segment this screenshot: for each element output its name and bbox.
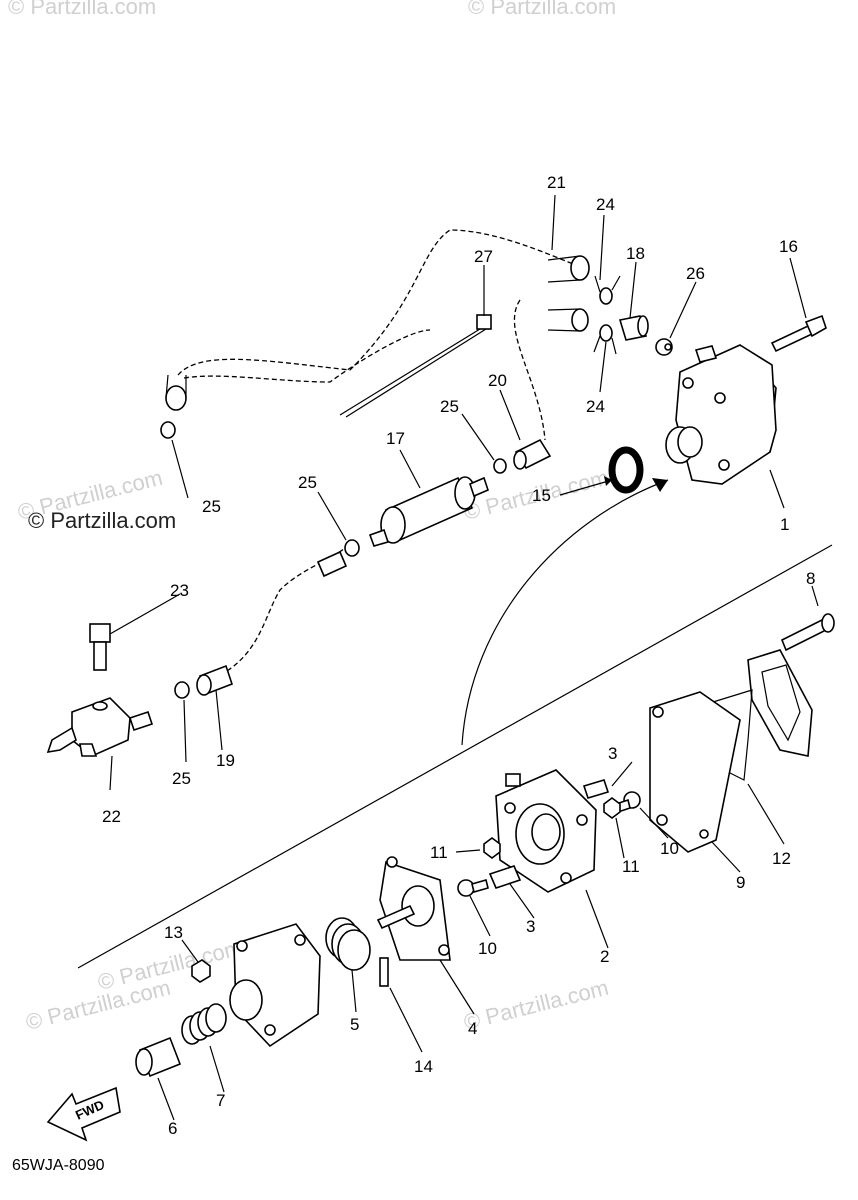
callout-24-lower: 24	[586, 397, 605, 416]
callout-26: 26	[686, 264, 705, 283]
pin-14	[379, 957, 389, 987]
callout-11-left: 11	[430, 843, 448, 862]
clip-25-lower	[174, 681, 190, 699]
callout-10-lower: 10	[478, 939, 497, 958]
hose-end-21	[547, 255, 590, 283]
clip-24-lower	[593, 324, 617, 355]
callout-23: 23	[170, 581, 189, 600]
diagram-code: 65WJA-8090	[12, 1157, 105, 1174]
diaphragm-4	[376, 856, 451, 961]
callout-17: 17	[386, 429, 405, 448]
spring-7	[181, 1003, 227, 1045]
sleeve-6	[135, 1036, 182, 1078]
callout-3-lower: 3	[526, 917, 535, 936]
hose-end-19	[196, 664, 234, 696]
hose-end-21b	[547, 308, 589, 332]
fuel-filter-17	[368, 476, 489, 547]
callout-14: 14	[414, 1057, 433, 1076]
assembly-divider	[77, 544, 833, 969]
callout-1: 1	[780, 515, 789, 534]
callout-5: 5	[350, 1015, 359, 1034]
watermark-bottom-left-2: © Partzilla.com	[95, 935, 245, 995]
callout-10-upper: 10	[660, 839, 679, 858]
callout-22: 22	[102, 807, 121, 826]
screw-10-lower	[457, 879, 489, 897]
watermark-bottom-center: © Partzilla.com	[461, 975, 611, 1035]
watermark-top-left: © Partzilla.com	[8, 0, 156, 19]
callout-3-upper: 3	[608, 744, 617, 763]
fuel-connector-22	[46, 697, 154, 757]
check-valve-3-lower	[488, 865, 522, 889]
callout-6: 6	[168, 1119, 177, 1138]
callout-2: 2	[600, 947, 609, 966]
pump-body-2	[495, 769, 597, 893]
bolt-8	[780, 613, 835, 652]
callout-16: 16	[779, 237, 798, 256]
o-ring-15	[559, 446, 644, 496]
callout-15: 15	[532, 486, 551, 505]
bolt-23	[89, 623, 111, 671]
collar-18	[618, 315, 649, 341]
nut-11-left	[483, 837, 501, 859]
callout-25-a: 25	[440, 397, 459, 416]
cable-tie-27	[339, 314, 492, 418]
leader-lines	[109, 194, 819, 1121]
hose-21	[177, 229, 585, 376]
callout-24-upper: 24	[596, 195, 615, 214]
spring-5	[325, 917, 371, 971]
clip-25-left-upper	[160, 421, 176, 439]
callout-20: 20	[488, 371, 507, 390]
assembly-link-arrow	[652, 478, 668, 492]
callout-9: 9	[736, 873, 745, 892]
callout-25-c: 25	[202, 497, 221, 516]
fwd-arrow-icon: FWD	[46, 1086, 121, 1142]
clip-25-mid	[344, 539, 360, 557]
callout-27: 27	[474, 247, 493, 266]
callout-25-b: 25	[298, 473, 317, 492]
hose-20	[513, 299, 546, 441]
nut-13	[191, 959, 211, 983]
hose-end-20	[513, 438, 552, 470]
callout-12: 12	[772, 849, 791, 868]
assembly-link-curve	[461, 479, 669, 746]
hose-end-mid	[316, 550, 348, 578]
hose-21b	[183, 329, 431, 383]
check-valve-3-upper	[582, 779, 610, 799]
clip-24-upper	[594, 275, 621, 305]
bolt-16	[770, 314, 827, 353]
watermark-top-center: © Partzilla.com	[468, 0, 616, 19]
hose-end-upper-left	[165, 374, 187, 411]
pump-cover-1	[665, 344, 777, 485]
clip-26	[655, 338, 673, 356]
callout-25-d: 25	[172, 769, 191, 788]
cover-plate-12	[699, 649, 813, 781]
pump-housing	[229, 923, 321, 1048]
callout-13: 13	[164, 923, 183, 942]
callout-21: 21	[547, 173, 566, 192]
watermark-left-main: © Partzilla.com	[28, 508, 176, 533]
gasket-9	[649, 691, 741, 853]
callout-7: 7	[216, 1091, 225, 1110]
callout-8: 8	[806, 569, 815, 588]
callout-19: 19	[216, 751, 235, 770]
callout-18: 18	[626, 244, 645, 263]
callout-4: 4	[468, 1019, 477, 1038]
nut-11-right	[603, 797, 621, 819]
clip-25-near-17	[493, 458, 507, 474]
callout-11-right: 11	[622, 857, 640, 876]
